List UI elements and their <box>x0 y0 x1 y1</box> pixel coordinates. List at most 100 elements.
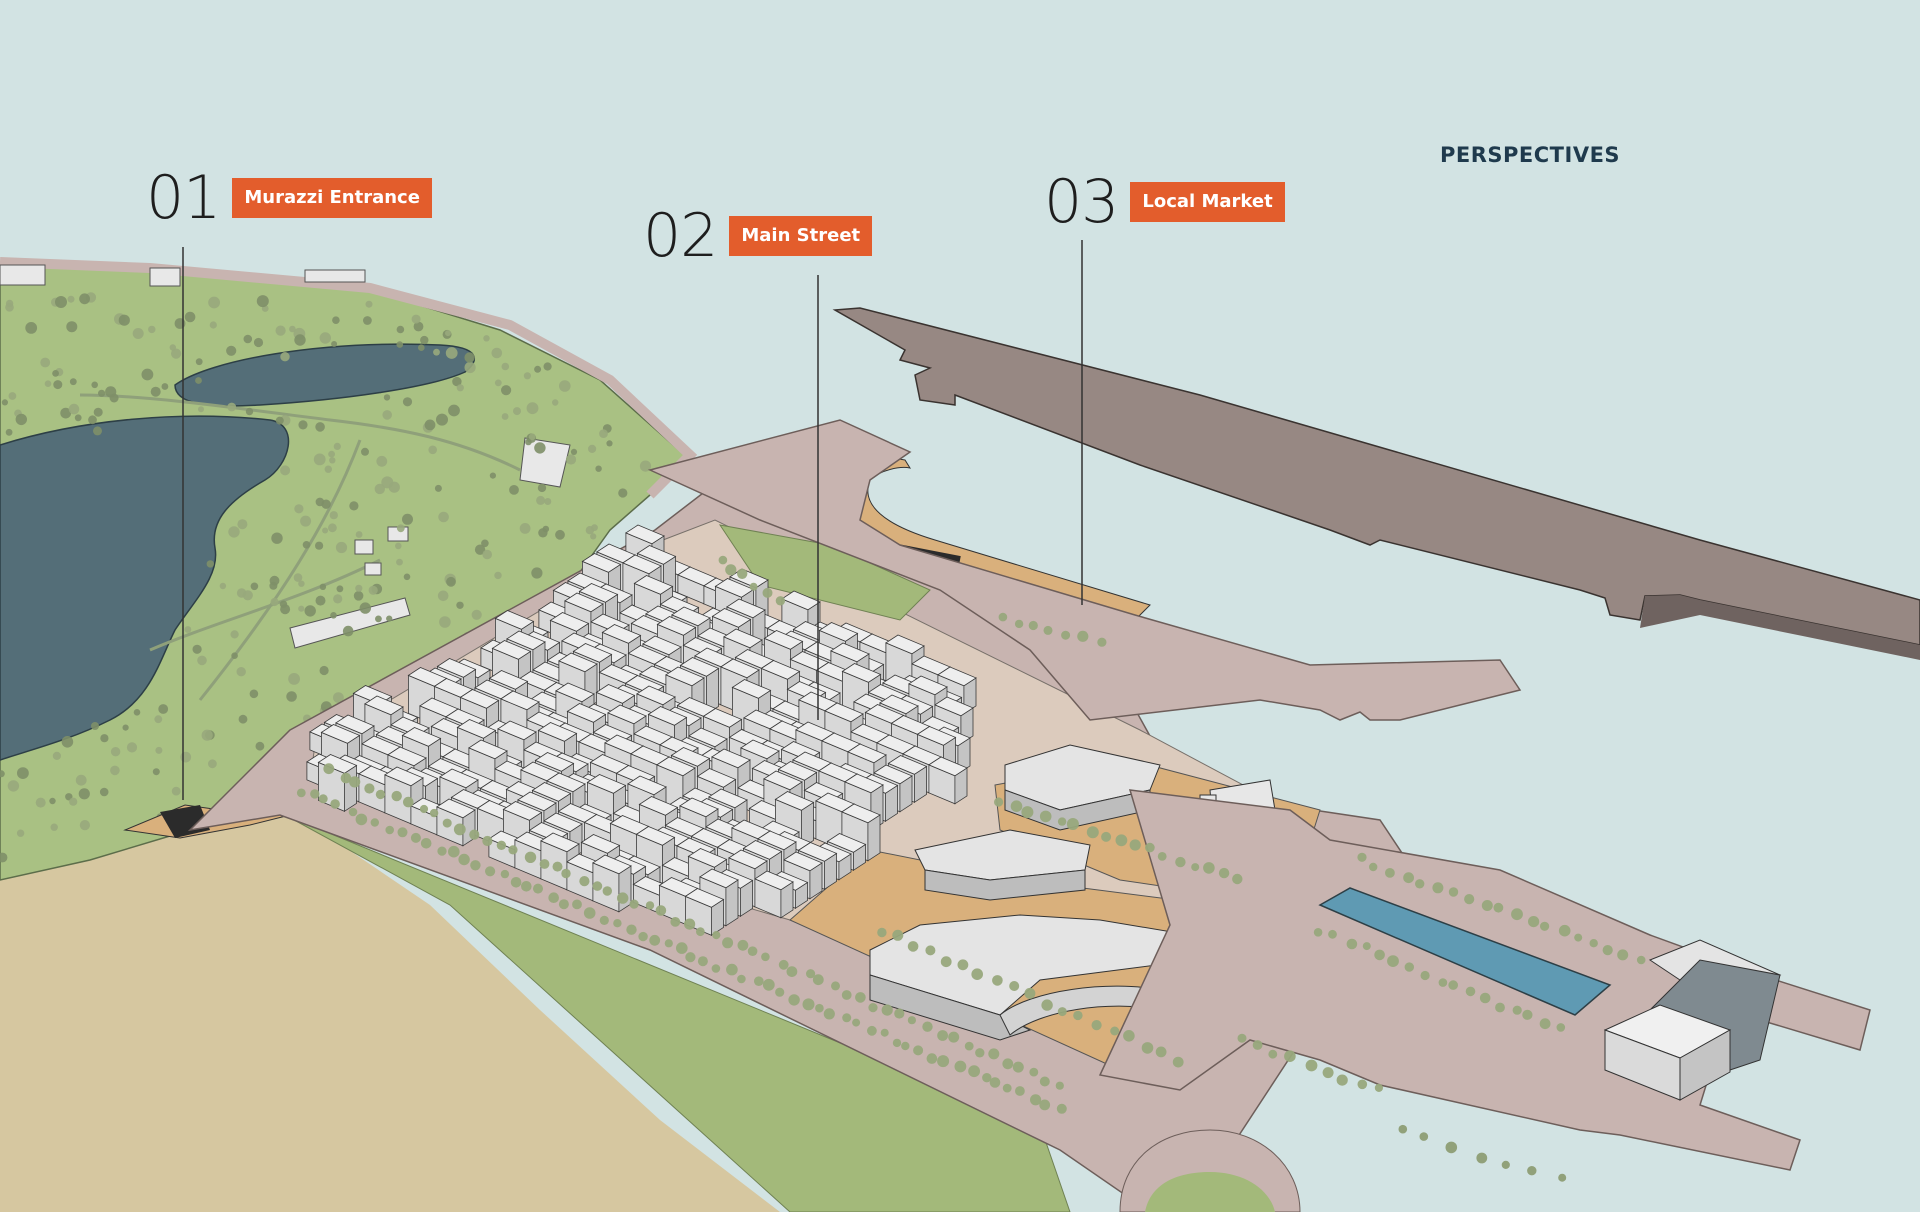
tree <box>528 433 536 441</box>
tree <box>599 915 609 926</box>
tree <box>342 625 354 637</box>
tree <box>410 832 421 843</box>
tree <box>1322 1067 1334 1079</box>
tree <box>649 934 661 946</box>
tree <box>359 602 371 614</box>
tree <box>122 724 129 731</box>
tree <box>655 905 667 916</box>
tree <box>456 384 464 392</box>
building-face <box>763 630 804 650</box>
tree <box>971 968 983 980</box>
tree <box>446 576 456 587</box>
tree <box>192 644 202 654</box>
tree <box>319 665 329 676</box>
tree <box>684 918 696 930</box>
tree <box>722 937 734 949</box>
tree <box>664 939 673 948</box>
tree <box>489 472 496 479</box>
tree <box>60 407 72 419</box>
building-face <box>564 592 604 613</box>
tree <box>565 454 577 465</box>
tree <box>1387 955 1399 967</box>
building-face <box>763 770 803 791</box>
tree <box>982 1073 992 1083</box>
tree <box>696 927 705 937</box>
tree <box>180 751 192 763</box>
building-face <box>436 658 477 678</box>
tree <box>355 584 363 592</box>
tree <box>1438 978 1448 987</box>
tree <box>1404 962 1415 972</box>
tree <box>1362 942 1371 951</box>
tree <box>99 787 109 797</box>
tree <box>531 567 543 579</box>
building-face <box>679 797 719 818</box>
tree <box>419 804 429 814</box>
park-building <box>304 269 366 283</box>
tree <box>670 917 681 927</box>
building-face <box>937 666 977 687</box>
lake-large <box>0 415 290 761</box>
tree <box>171 786 181 796</box>
tree <box>1066 818 1079 830</box>
building-face <box>841 663 882 683</box>
tree <box>349 501 359 511</box>
tree <box>126 742 138 753</box>
tree <box>1602 945 1613 956</box>
tree <box>1465 986 1476 997</box>
tree <box>1522 1009 1533 1020</box>
building-face <box>578 583 619 603</box>
tree <box>208 296 221 309</box>
tree <box>184 311 196 323</box>
tree <box>1030 1094 1042 1106</box>
tree <box>802 998 815 1011</box>
callout-murazzi-entrance: 01 Murazzi Entrance <box>146 168 432 228</box>
tree <box>1448 980 1458 990</box>
tree <box>330 799 340 809</box>
tree <box>1021 806 1034 819</box>
tree <box>1061 630 1071 640</box>
building-face <box>670 747 711 767</box>
tree <box>1415 879 1425 889</box>
tree <box>471 609 482 620</box>
tree <box>1191 863 1200 872</box>
tree <box>25 322 38 334</box>
tree <box>676 942 688 954</box>
tree <box>747 946 758 956</box>
building-face <box>558 652 598 673</box>
tree <box>638 931 648 942</box>
tree <box>494 379 502 387</box>
tree <box>296 788 306 798</box>
tree <box>482 835 493 847</box>
tree <box>544 498 552 505</box>
tree <box>913 1045 924 1056</box>
tree <box>53 380 63 390</box>
tree <box>1357 1079 1368 1090</box>
tree <box>726 963 738 976</box>
building-face <box>401 727 442 747</box>
building-face <box>797 842 838 862</box>
tree <box>1574 933 1583 942</box>
section-title: PERSPECTIVES <box>1440 143 1621 167</box>
tree <box>778 959 789 970</box>
building-face <box>844 773 884 794</box>
tree <box>40 357 51 368</box>
building-face <box>826 833 867 853</box>
tree <box>1476 1152 1488 1164</box>
park-path <box>198 439 362 701</box>
tree <box>88 415 97 425</box>
tree <box>555 529 565 540</box>
tree <box>474 544 486 555</box>
building-face <box>625 524 665 545</box>
tree <box>867 1025 877 1036</box>
building-face <box>656 756 696 777</box>
tree <box>1445 1141 1458 1154</box>
tree <box>1009 981 1020 991</box>
tree <box>1420 970 1430 981</box>
tree <box>1097 637 1107 647</box>
tree <box>592 881 603 891</box>
tree <box>1043 625 1053 635</box>
callout-number: 02 <box>643 201 718 271</box>
tree <box>561 868 571 879</box>
tree <box>1556 1023 1566 1032</box>
